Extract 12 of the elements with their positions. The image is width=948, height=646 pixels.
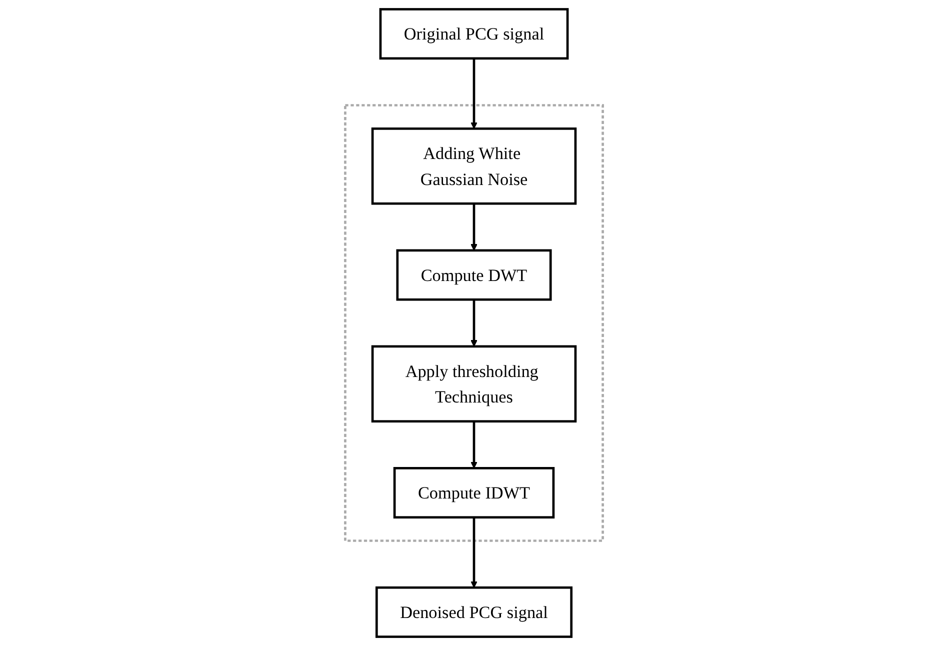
cluster (344, 104, 604, 542)
node-box: Compute DWT (396, 249, 552, 301)
arrow (470, 517, 478, 588)
arrow (470, 300, 478, 347)
node-box: Adding White Gaussian Noise (371, 128, 577, 205)
arrow (470, 58, 478, 129)
node-box: Denoised PCG signal (375, 586, 573, 638)
node-box: Apply thresholding Techniques (371, 345, 577, 422)
arrow (470, 204, 478, 251)
node-box: Original PCG signal (379, 8, 569, 60)
arrow (470, 421, 478, 468)
node-box: Compute IDWT (393, 467, 555, 518)
